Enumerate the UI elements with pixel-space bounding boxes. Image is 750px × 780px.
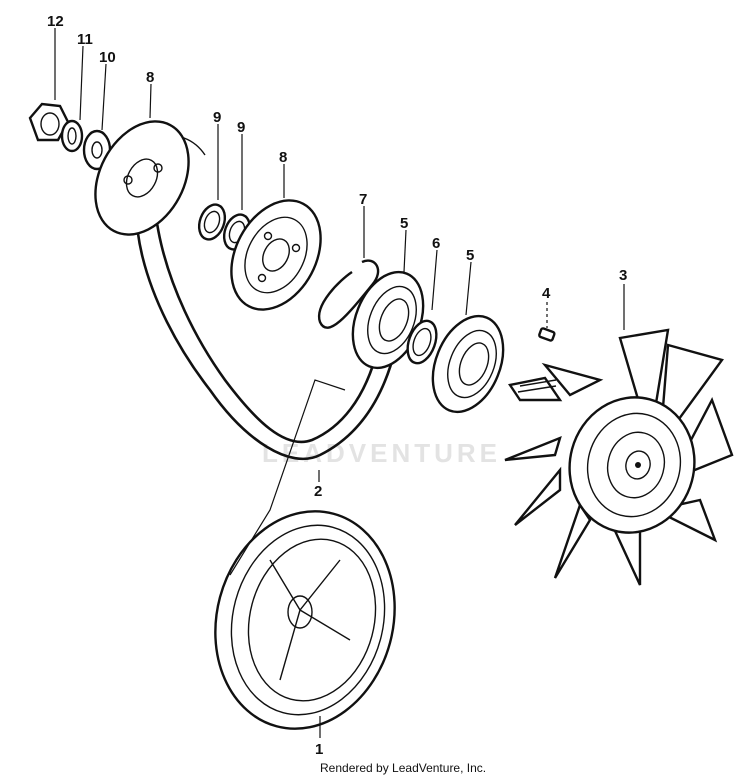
callout-8-inner: 8 <box>279 149 287 166</box>
part-pulley-half-inner <box>230 199 322 311</box>
part-key <box>538 327 556 342</box>
part-fan <box>504 328 734 586</box>
callout-5-right: 5 <box>466 247 474 264</box>
callout-2: 2 <box>314 483 322 500</box>
callout-4: 4 <box>542 285 551 302</box>
callout-3: 3 <box>619 267 627 284</box>
callout-12: 12 <box>47 13 64 30</box>
callout-10: 10 <box>99 49 116 66</box>
callout-11: 11 <box>77 31 93 48</box>
callout-9-second: 9 <box>237 119 245 136</box>
callout-7: 7 <box>359 191 367 208</box>
callout-5-left: 5 <box>400 215 408 232</box>
callout-6: 6 <box>432 235 440 252</box>
callout-9-first: 9 <box>213 109 221 126</box>
part-spacer <box>406 319 438 365</box>
callout-8-outer: 8 <box>146 69 154 86</box>
part-shim-1 <box>197 203 227 241</box>
part-bearing-right <box>431 314 505 414</box>
part-snap-ring <box>317 259 380 329</box>
part-pulley-half-outer <box>94 120 190 236</box>
callout-labels: 12 11 10 8 9 9 8 7 5 6 5 4 3 2 1 <box>47 13 627 758</box>
leader-lines <box>54 28 625 738</box>
render-credit: Rendered by LeadVenture, Inc. <box>320 761 487 775</box>
part-drive-pulley <box>214 510 396 730</box>
callout-1: 1 <box>315 741 323 758</box>
part-lock-washer <box>60 119 84 153</box>
